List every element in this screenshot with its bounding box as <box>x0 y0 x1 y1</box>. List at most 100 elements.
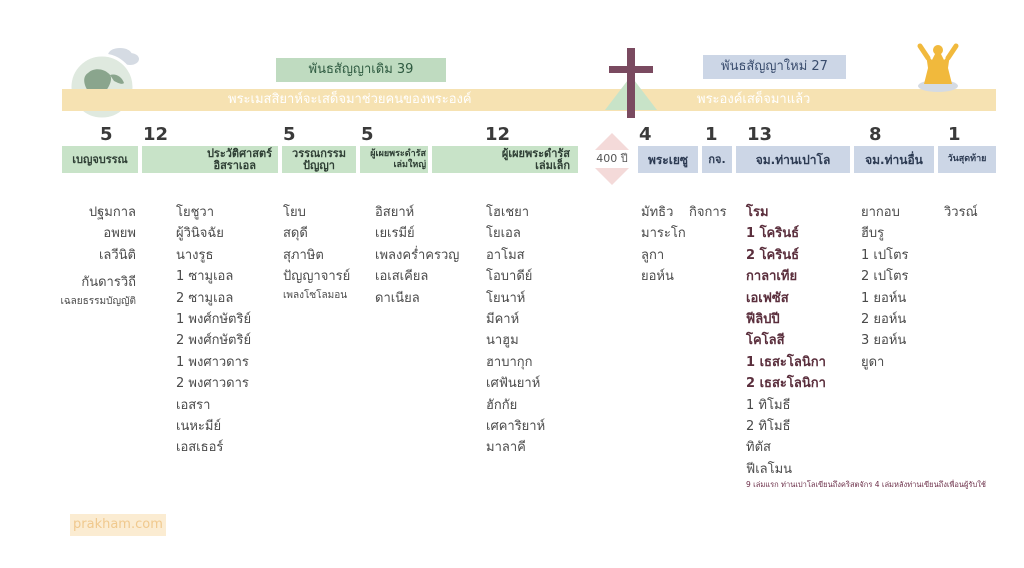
book-item: เพลงคร่ำครวญ <box>375 247 460 263</box>
book-item: 2 พงศ์กษัตริย์ <box>176 333 252 349</box>
book-item: เอเสเคียล <box>375 269 429 285</box>
book-item: ลูกา <box>641 247 665 263</box>
book-item: 2 พงศาวดาร <box>176 376 249 392</box>
book-item: ปัญญาจารย์ <box>283 269 351 285</box>
count-wisdom: 5 <box>283 124 296 145</box>
book-item: ยากอบ <box>861 205 900 220</box>
book-item: ฮีบรู <box>861 226 885 242</box>
book-item: 1 ยอห์น <box>861 290 907 306</box>
category-revelation: วันสุดท้าย <box>938 146 996 173</box>
book-item: ดาเนียล <box>375 290 420 306</box>
count-revelation: 1 <box>948 124 961 145</box>
watermark: prakham.com <box>70 514 166 536</box>
category-history: ประวัติศาสตร์ อิสราเอล <box>142 146 278 173</box>
book-item: มีคาห์ <box>486 312 520 328</box>
book-item: เอเฟซัส <box>746 290 789 306</box>
book-item: ปฐมกาล <box>88 205 136 220</box>
book-item: ผู้วินิจฉัย <box>176 226 224 242</box>
category-wisdom: วรรณกรรม ปัญญา <box>282 146 356 173</box>
book-list-wisdom: โยบ สดุดี สุภาษิต ปัญญาจารย์ เพลงโซโลมอน <box>283 202 350 304</box>
book-item: ฟีเลโมน <box>746 461 793 477</box>
book-item: โคโลสี <box>746 333 785 349</box>
book-item: กันดารวิถี <box>81 275 136 291</box>
count-gospels: 4 <box>639 124 652 145</box>
book-item: ยูดา <box>861 354 885 370</box>
count-history: 12 <box>143 124 169 145</box>
book-item: โอบาดีย์ <box>486 269 533 285</box>
book-list-major-prophets: อิสยาห์ เยเรมีย์ เพลงคร่ำครวญ เอเสเคียล … <box>375 202 459 309</box>
book-item: ยอห์น <box>641 269 674 285</box>
category-major-prophets: ผู้เผยพระดำรัส เล่มใหญ่ <box>360 146 428 173</box>
old-testament-title: พันธสัญญาเดิม 39 <box>276 58 446 82</box>
category-minor-prophets: ผู้เผยพระดำรัส เล่มเล็ก <box>432 146 578 173</box>
paul-letters-note: 9 เล่มแรก ท่านเปาโลเขียนถึงคริสตจักร 4 เ… <box>746 480 986 490</box>
angel-icon <box>914 40 962 92</box>
book-item: โฮเชยา <box>486 205 530 220</box>
count-major-prophets: 5 <box>361 124 374 145</box>
book-item: เอสรา <box>176 397 211 413</box>
category-acts: กจ. <box>702 146 732 173</box>
book-item: ฮักกัย <box>486 397 518 413</box>
ot-band-text: พระเมสสิยาห์จะเสด็จมาช่วยคนของพระองค์ <box>228 92 472 107</box>
book-item: มาระโก <box>641 226 686 242</box>
book-list-minor-prophets: โฮเชยา โยเอล อาโมส โอบาดีย์ โยนาห์ มีคาห… <box>486 202 545 459</box>
book-item: ฮาบากุก <box>486 354 533 370</box>
book-item: เลวีนิติ <box>98 247 136 263</box>
book-item: เศฟันยาห์ <box>486 376 541 392</box>
book-item: 2 ซามูเอล <box>176 290 234 306</box>
book-item: อิสยาห์ <box>375 205 415 220</box>
book-item: โยชูวา <box>176 205 215 220</box>
book-item: 2 ยอห์น <box>861 312 907 328</box>
book-list-acts: กิจการ <box>689 202 727 223</box>
book-item: 2 เปโตร <box>861 269 909 285</box>
count-acts: 1 <box>705 124 718 145</box>
book-item: 1 พงศาวดาร <box>176 354 249 370</box>
book-list-history: โยชูวา ผู้วินิจฉัย นางรูธ 1 ซามูเอล 2 ซา… <box>176 202 251 459</box>
count-general: 8 <box>869 124 882 145</box>
book-item: 1 เปโตร <box>861 247 909 263</box>
book-item: เพลงโซโลมอน <box>283 289 348 301</box>
category-paul: จม.ท่านเปาโล <box>736 146 850 173</box>
book-item: ฟีลิปปี <box>746 312 780 328</box>
book-item: โยเอล <box>486 226 521 242</box>
book-item: เฉลยธรรมบัญญัติ <box>60 295 136 307</box>
category-law: เบญจบรรณ <box>62 146 138 173</box>
book-list-paul: โรม 1 โครินธ์ 2 โครินธ์ กาลาเทีย เอเฟซัส… <box>746 202 986 490</box>
book-item: กาลาเทีย <box>746 269 798 285</box>
book-item: 2 ทิโมธี <box>746 419 791 435</box>
book-item: 1 โครินธ์ <box>746 226 800 242</box>
diamond-arrow-icon: 400 ปี <box>586 133 638 185</box>
book-item: โรม <box>746 205 769 220</box>
book-item: สดุดี <box>283 226 308 242</box>
book-list-revelation: วิวรณ์ <box>944 202 978 223</box>
book-item: 1 เธสะโลนิกา <box>746 354 826 370</box>
timeline-band <box>62 89 996 111</box>
book-item: นางรูธ <box>176 247 214 263</box>
book-item: เยเรมีย์ <box>375 226 415 242</box>
book-list-gospels: มัทธิว มาระโก ลูกา ยอห์น <box>641 202 686 288</box>
book-item: 1 พงศ์กษัตริย์ <box>176 312 252 328</box>
category-gospels: พระเยซู <box>638 146 698 173</box>
gap-label: 400 ปี <box>586 150 638 168</box>
count-law: 5 <box>100 124 113 145</box>
new-testament-title: พันธสัญญาใหม่ 27 <box>703 55 846 79</box>
book-item: เศคาริยาห์ <box>486 419 546 435</box>
book-item: เอสเธอร์ <box>176 440 224 456</box>
book-item: วิวรณ์ <box>944 205 978 220</box>
cross-icon <box>605 48 657 118</box>
book-item: 2 โครินธ์ <box>746 247 800 263</box>
count-minor-prophets: 12 <box>485 124 511 145</box>
book-item: 1 ซามูเอล <box>176 269 234 285</box>
book-list-general: ยากอบ ฮีบรู 1 เปโตร 2 เปโตร 1 ยอห์น 2 ยอ… <box>861 202 909 373</box>
book-item: กิจการ <box>689 205 727 220</box>
book-item: อาโมส <box>486 247 525 263</box>
nt-band-text: พระองค์เสด็จมาแล้ว <box>697 92 811 107</box>
book-item: 1 ทิโมธี <box>746 397 791 413</box>
book-item: สุภาษิต <box>283 247 324 263</box>
book-item: นาฮูม <box>486 333 519 349</box>
book-item: ทิตัส <box>746 440 771 456</box>
book-item: อพยพ <box>103 226 136 242</box>
count-paul: 13 <box>747 124 773 145</box>
book-item: โยบ <box>283 205 306 220</box>
category-general: จม.ท่านอื่น <box>854 146 934 173</box>
